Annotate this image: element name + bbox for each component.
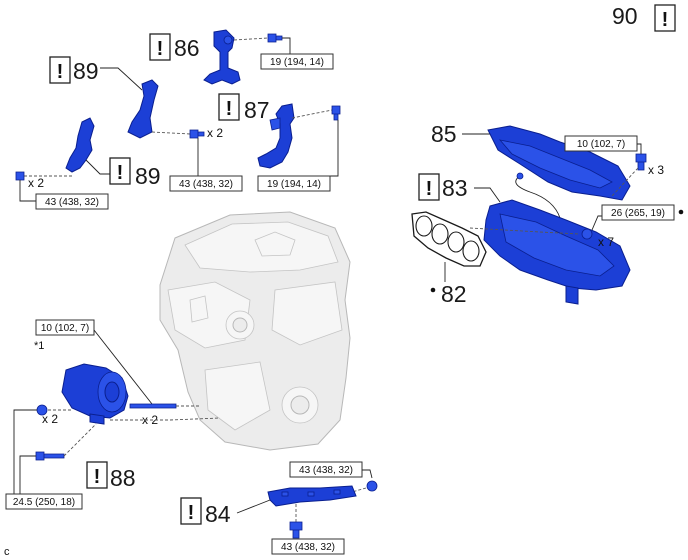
part-89-upper-group: ! 89 x 2 43 (438, 32) — [49, 56, 243, 192]
part-number-86: 86 — [174, 35, 200, 61]
part-83-group: ! 83 x 7 26 (265, 19) — [418, 172, 684, 305]
caution-icon-mark: ! — [662, 9, 669, 31]
quantity-89-left: x 2 — [28, 176, 44, 190]
caution-icon-mark: ! — [188, 502, 195, 524]
part-89-lower-group: ! 89 x 2 43 (438, 32) — [15, 117, 161, 210]
part-88-group: *1 10 (102, 7) x 2 x 2 24.5 (250, 18) ! … — [5, 319, 221, 510]
torque-box-84-top — [289, 461, 363, 478]
torque-box-89-mid — [169, 175, 243, 192]
torque-box-88-bottom — [5, 493, 83, 510]
bolt-icon — [267, 33, 283, 43]
bolt-icon — [129, 403, 177, 409]
caution-icon-mark: ! — [157, 38, 164, 60]
bolt-icon — [15, 171, 25, 181]
torque-box-85 — [564, 135, 638, 152]
torque-box-84-bottom — [271, 538, 345, 555]
quantity-85: x 3 — [648, 163, 664, 177]
part-number-90: 90 — [612, 3, 638, 29]
part-82-gasket — [411, 211, 487, 267]
torque-value-86: 19 (194, 14) — [270, 57, 324, 68]
part-87-water-pipe — [257, 103, 295, 169]
torque-value-89-left: 43 (438, 32) — [45, 197, 99, 208]
torque-value-88-top: 10 (102, 7) — [41, 323, 89, 334]
caution-icon-mark: ! — [117, 162, 124, 184]
caution-icon — [654, 4, 676, 32]
bolt-icon — [289, 521, 303, 539]
part-number-87: 87 — [244, 97, 270, 123]
caution-icon-mark: ! — [226, 98, 233, 120]
caution-icon-mark: ! — [57, 61, 64, 83]
part-number-89-upper: 89 — [73, 58, 99, 84]
note-marker: *1 — [34, 340, 44, 352]
part-87-group: ! 87 19 (194, 14) — [218, 93, 341, 192]
bolt-icon — [35, 451, 65, 461]
engine-assembly — [159, 211, 351, 451]
caution-icon — [149, 33, 171, 61]
part-84-group: 43 (438, 32) ! 84 43 (438, 32) — [180, 461, 378, 555]
torque-box-86 — [260, 53, 334, 70]
torque-box-89-left — [35, 193, 109, 210]
torque-value-84-top: 43 (438, 32) — [299, 465, 353, 476]
part-86-group: ! 86 19 (194, 14) — [149, 29, 334, 85]
nut-icon — [581, 228, 593, 240]
torque-value-88-bottom: 24.5 (250, 18) — [13, 497, 75, 508]
part-number-82: 82 — [441, 281, 467, 307]
bolt-icon — [189, 129, 205, 139]
quantity-89-mid: x 2 — [207, 126, 223, 140]
torque-value-85: 10 (102, 7) — [577, 139, 625, 150]
part-86-water-pipe — [203, 29, 241, 85]
torque-box-87 — [257, 175, 331, 192]
bullet-icon — [678, 209, 684, 215]
quantity-88-left: x 2 — [42, 412, 58, 426]
bullet-icon — [430, 287, 436, 293]
torque-value-84-bottom: 43 (438, 32) — [281, 542, 335, 553]
corner-label: c — [4, 546, 10, 558]
caution-icon — [418, 173, 440, 201]
torque-box-83 — [601, 204, 675, 221]
bolt-icon — [635, 153, 647, 171]
part-number-84: 84 — [205, 501, 231, 527]
nut-icon — [366, 480, 378, 492]
caution-icon-mark: ! — [94, 466, 101, 488]
quantity-83: x 7 — [598, 235, 614, 249]
caution-icon — [86, 461, 108, 489]
caution-icon — [218, 93, 240, 121]
torque-value-87: 19 (194, 14) — [267, 179, 321, 190]
part-number-83: 83 — [442, 175, 468, 201]
part-85-group: 85 10 (102, 7) x 3 — [431, 121, 664, 201]
torque-box-88-top — [35, 319, 95, 336]
caution-icon — [109, 157, 131, 185]
part-90-label-group: 90 ! — [612, 3, 676, 32]
caution-icon — [49, 56, 71, 84]
part-82-group: 82 — [411, 211, 487, 307]
caution-icon-mark: ! — [426, 178, 433, 200]
torque-value-83: 26 (265, 19) — [611, 208, 665, 219]
caution-icon — [180, 497, 202, 525]
part-number-85: 85 — [431, 121, 457, 147]
part-number-89-lower: 89 — [135, 163, 161, 189]
bolt-icon — [331, 105, 341, 121]
torque-value-89-mid: 43 (438, 32) — [179, 179, 233, 190]
part-number-88: 88 — [110, 465, 136, 491]
part-89-bracket-lower — [65, 117, 95, 173]
part-89-bracket-upper — [127, 79, 159, 139]
